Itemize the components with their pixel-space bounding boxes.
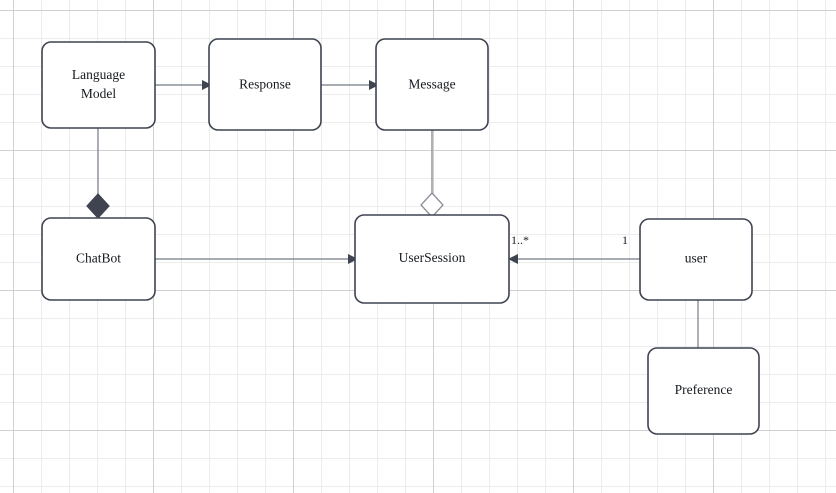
node-label-chatbot: ChatBot [76, 251, 121, 266]
multiplicity-label-usersession: 1..* [511, 233, 529, 247]
node-preference[interactable]: Preference [647, 347, 760, 435]
edge-response-to-message[interactable] [321, 80, 379, 90]
node-response[interactable]: Response [208, 38, 322, 131]
arrowhead-icon [202, 80, 212, 90]
node-box [639, 218, 753, 301]
arrowhead-icon [508, 254, 518, 264]
node-chatbot[interactable]: ChatBot [41, 217, 156, 301]
node-box [647, 347, 760, 435]
edge-user-to-usersession[interactable] [508, 254, 640, 264]
node-box [375, 38, 489, 131]
node-label-preference: Preference [675, 382, 733, 397]
edge-message-to-usersession[interactable] [420, 130, 444, 218]
node-box [208, 38, 322, 131]
filled-diamond-icon [86, 193, 110, 219]
node-box [354, 214, 510, 304]
node-user[interactable]: user [639, 218, 753, 301]
node-label-usersession: UserSession [399, 250, 466, 265]
node-label-language-model-line1: Language [72, 67, 125, 82]
arrowhead-icon [348, 254, 358, 264]
arrowhead-icon [369, 80, 379, 90]
node-language-model[interactable]: Language Model [41, 41, 156, 129]
edge-language-model-to-response[interactable] [155, 80, 212, 90]
node-message[interactable]: Message [375, 38, 489, 131]
node-box [41, 41, 156, 129]
hollow-diamond-icon [420, 192, 444, 218]
node-label-response: Response [239, 77, 291, 92]
node-box [41, 217, 156, 301]
edge-language-model-to-chatbot[interactable] [86, 128, 110, 219]
node-label-user: user [685, 251, 708, 266]
edge-chatbot-to-usersession[interactable] [155, 254, 358, 264]
multiplicity-label-user: 1 [622, 233, 628, 247]
node-label-language-model-line2: Model [81, 86, 116, 101]
node-label-message: Message [408, 77, 455, 92]
node-usersession[interactable]: UserSession [354, 214, 510, 304]
